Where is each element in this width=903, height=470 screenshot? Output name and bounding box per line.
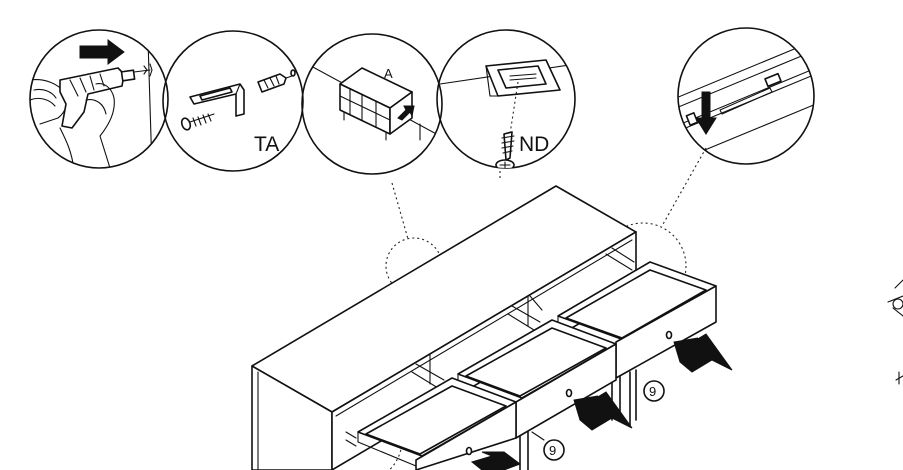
svg-text:A: A bbox=[384, 66, 393, 81]
drill-detail bbox=[29, 29, 169, 169]
small-arrow-icon bbox=[397, 105, 415, 121]
cabinet-side bbox=[251, 365, 333, 470]
push-arrow-icon bbox=[79, 39, 125, 65]
screw-label: ND bbox=[519, 133, 549, 156]
push-arrow-icon bbox=[673, 333, 733, 373]
wall-plug-icon bbox=[257, 69, 296, 93]
wall-mount-detail: A bbox=[301, 33, 443, 175]
drawer-knob bbox=[665, 330, 673, 340]
slide-rail-detail bbox=[677, 27, 815, 165]
drawer-right bbox=[557, 261, 717, 379]
step-badge-right: 9 bbox=[643, 380, 665, 402]
screw-icon bbox=[495, 131, 515, 168]
fitting-detail: TA bbox=[162, 30, 304, 172]
fitting-label: TA bbox=[254, 133, 279, 156]
push-arrow-icon bbox=[573, 391, 633, 431]
step-badge-center: 9 bbox=[543, 439, 565, 461]
bracket-icon bbox=[189, 83, 245, 117]
slide-rail-icon bbox=[678, 39, 814, 153]
drawer-left bbox=[345, 377, 517, 470]
step-number: 9 bbox=[549, 443, 556, 458]
rail-detail-marker bbox=[599, 222, 687, 310]
drawer-knob bbox=[565, 388, 573, 398]
screw-detail: ND bbox=[436, 29, 576, 169]
drawer-knob bbox=[465, 446, 473, 456]
step-number: 9 bbox=[649, 384, 656, 399]
edge-partial-figure bbox=[887, 279, 903, 385]
cabinet-illustration: 9 9 bbox=[251, 185, 733, 470]
push-arrow-icon bbox=[470, 451, 522, 470]
down-arrow-icon bbox=[695, 91, 717, 135]
screw-icon bbox=[180, 113, 215, 131]
drill-icon bbox=[59, 63, 153, 129]
mini-cabinet-icon bbox=[339, 67, 413, 141]
